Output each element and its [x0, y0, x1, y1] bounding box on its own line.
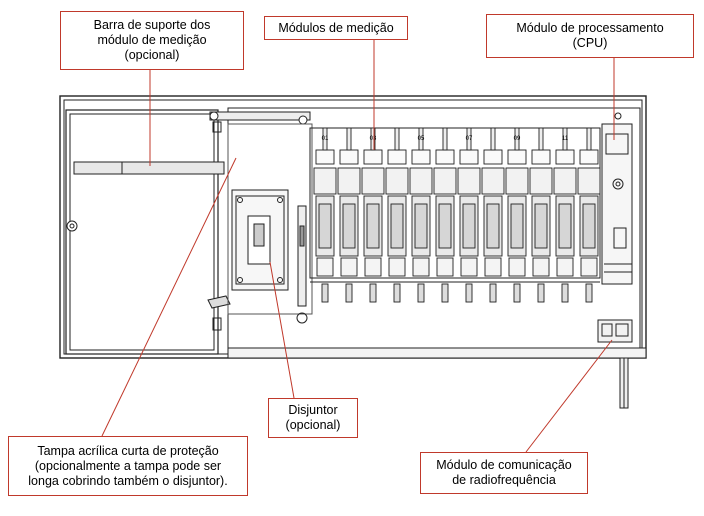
measurement-module [505, 127, 529, 303]
cpu-module [601, 123, 633, 285]
enclosure-drawing [59, 95, 647, 409]
callout-support-bar: Barra de suporte dos módulo de medição (… [60, 11, 244, 70]
measurement-module [553, 127, 577, 303]
measurement-module [313, 127, 337, 303]
callout-rf-module: Módulo de comunicação de radiofrequência [420, 452, 588, 494]
measurement-module [481, 127, 505, 303]
module-number: 03 [370, 136, 377, 142]
measurement-module [433, 127, 457, 303]
callout-acrylic-cover: Tampa acrílica curta de proteção (opcion… [8, 436, 248, 496]
module-number: 05 [418, 136, 425, 142]
callout-measurement-modules: Módulos de medição [264, 16, 408, 40]
leader-acrylic [101, 157, 237, 437]
module-number: 09 [514, 136, 521, 142]
open-door [65, 109, 219, 355]
module-number: 11 [562, 136, 569, 142]
measurement-module [409, 127, 433, 303]
acrylic-cover [227, 123, 313, 315]
callout-breaker: Disjuntor (opcional) [268, 398, 358, 438]
measurement-module [361, 127, 385, 303]
callout-cpu-module: Módulo de processamento (CPU) [486, 14, 694, 58]
modules-frame [309, 127, 601, 279]
measurement-module [385, 127, 409, 303]
measurement-modules [313, 127, 601, 303]
measurement-module [529, 127, 553, 303]
measurement-module [457, 127, 481, 303]
support-bar [73, 161, 225, 175]
leader-lines [101, 40, 615, 453]
leader-rf [525, 339, 613, 453]
measurement-module [337, 127, 361, 303]
leader-breaker [269, 261, 295, 399]
rf-module [597, 319, 633, 343]
module-number: 01 [322, 136, 329, 142]
module-number-labels: 01 03 05 07 09 11 [322, 136, 569, 142]
measurement-module [577, 127, 601, 303]
module-number: 07 [466, 136, 473, 142]
